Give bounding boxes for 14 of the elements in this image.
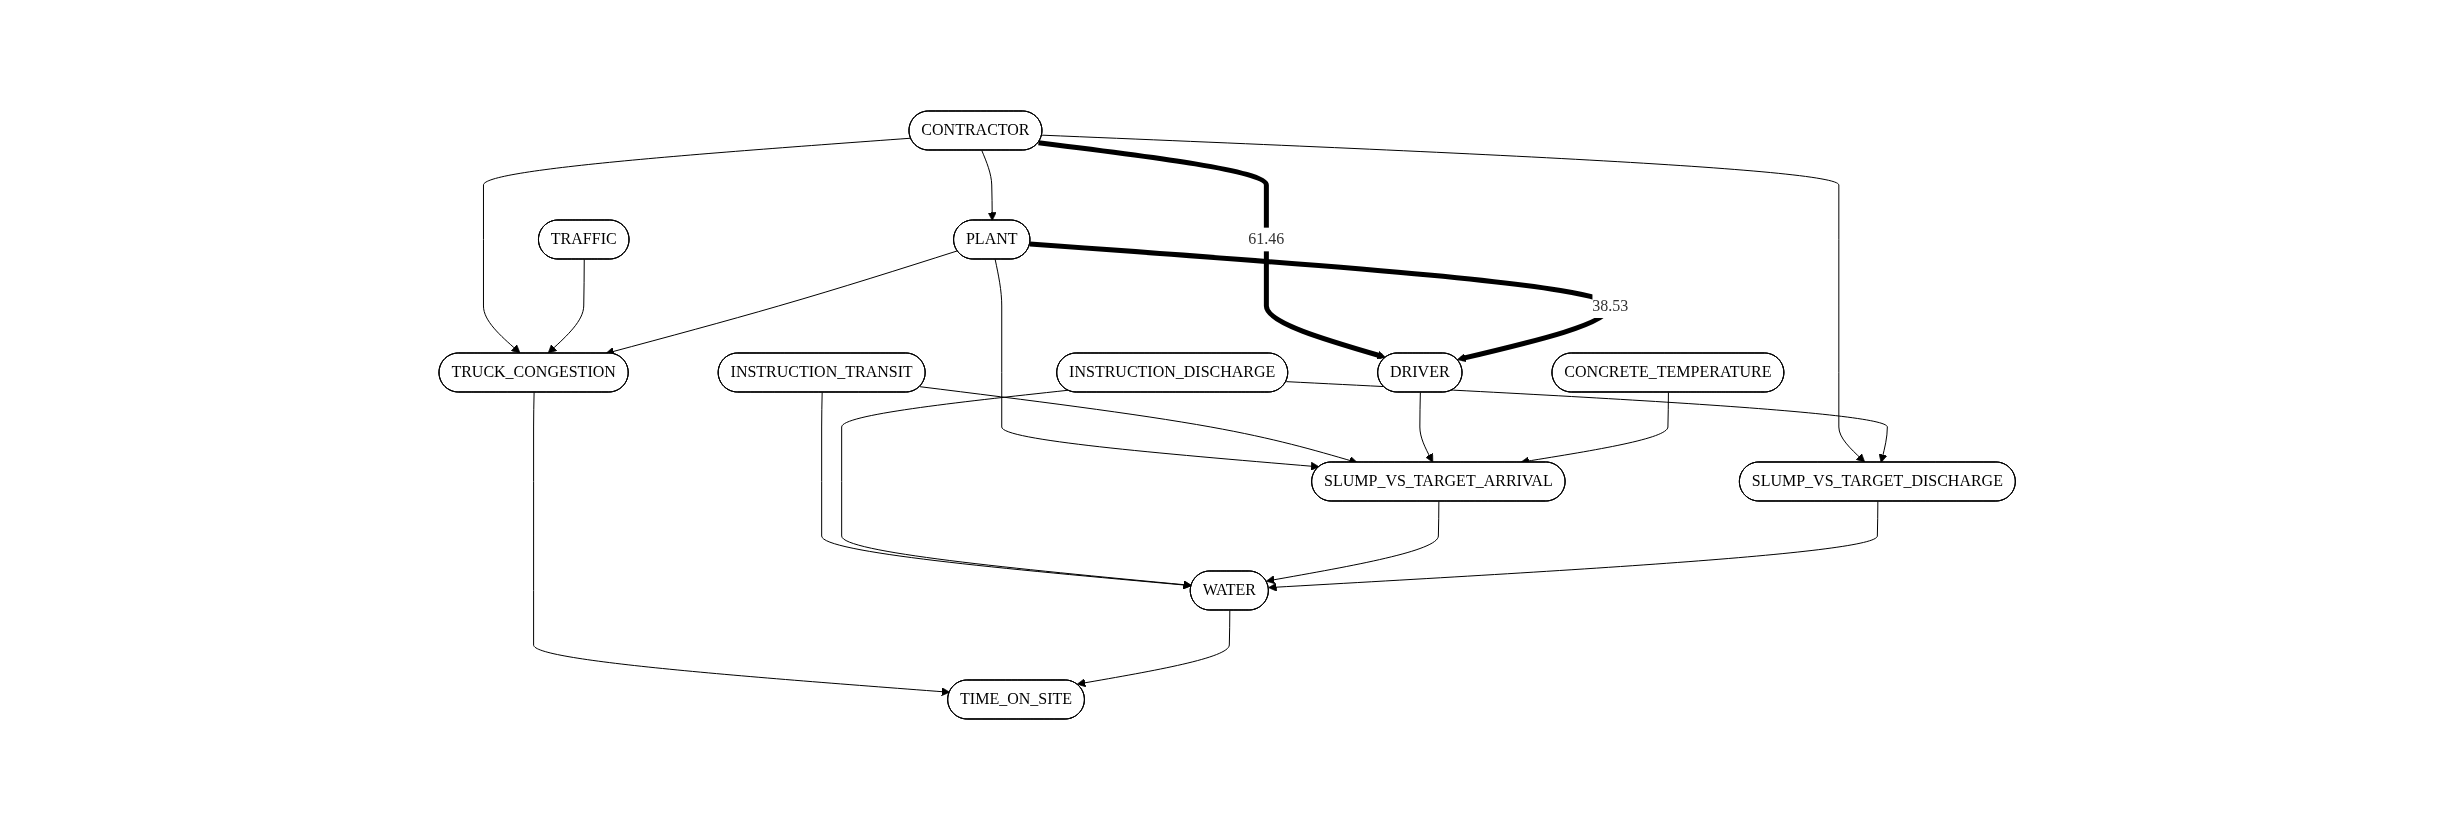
arrow: [1077, 609, 1231, 687]
arrow: [533, 391, 951, 696]
arrow: [1268, 500, 1879, 592]
arrow: [483, 137, 912, 353]
edge-label: 61.46: [1248, 230, 1285, 247]
arrow: [548, 258, 586, 353]
arrow: [1419, 391, 1434, 463]
edge-label: 38.53: [1592, 296, 1629, 314]
arrow: [995, 258, 1320, 471]
arrow: [1038, 139, 1387, 359]
arrow: [1286, 380, 1889, 463]
arrow: [1266, 500, 1440, 584]
arrow: [981, 149, 997, 221]
arrow: [1041, 134, 1866, 462]
